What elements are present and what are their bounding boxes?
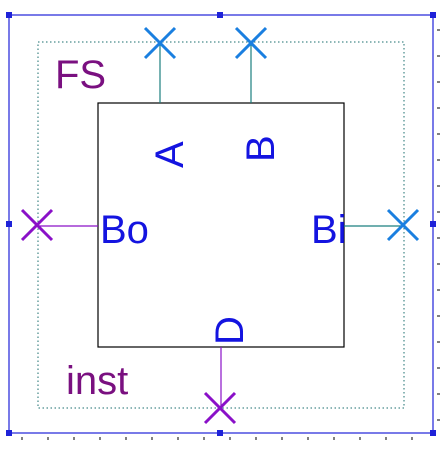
pin-B-marker[interactable] — [234, 26, 268, 60]
pin-Bo-marker[interactable] — [20, 208, 54, 242]
handle-middle-left[interactable] — [6, 221, 12, 227]
handle-bottom-left[interactable] — [6, 430, 12, 436]
pin-B-label: B — [239, 135, 283, 162]
handle-top-right[interactable] — [430, 12, 436, 18]
instance-name-label: inst — [66, 359, 128, 403]
handle-top-left[interactable] — [6, 12, 12, 18]
pin-x-icon — [20, 208, 54, 242]
pin-x-icon — [143, 26, 177, 60]
pin-Bi-label: Bi — [311, 208, 347, 252]
pin-D-marker[interactable] — [203, 391, 237, 425]
pin-Bi-marker[interactable] — [386, 208, 420, 242]
pin-D-label: D — [208, 316, 252, 345]
cell-name-label: FS — [55, 53, 106, 97]
pin-x-icon — [386, 208, 420, 242]
handle-top-middle[interactable] — [217, 12, 223, 18]
selection-box[interactable] — [6, 12, 436, 436]
handle-bottom-right[interactable] — [430, 430, 436, 436]
pin-x-icon — [234, 26, 268, 60]
pin-Bo-label: Bo — [100, 208, 149, 252]
handle-bottom-middle[interactable] — [217, 430, 223, 436]
handle-middle-right[interactable] — [430, 221, 436, 227]
grid-ticks — [21, 29, 440, 440]
pin-A-label: A — [148, 141, 192, 168]
pin-A-marker[interactable] — [143, 26, 177, 60]
pin-x-icon — [203, 391, 237, 425]
